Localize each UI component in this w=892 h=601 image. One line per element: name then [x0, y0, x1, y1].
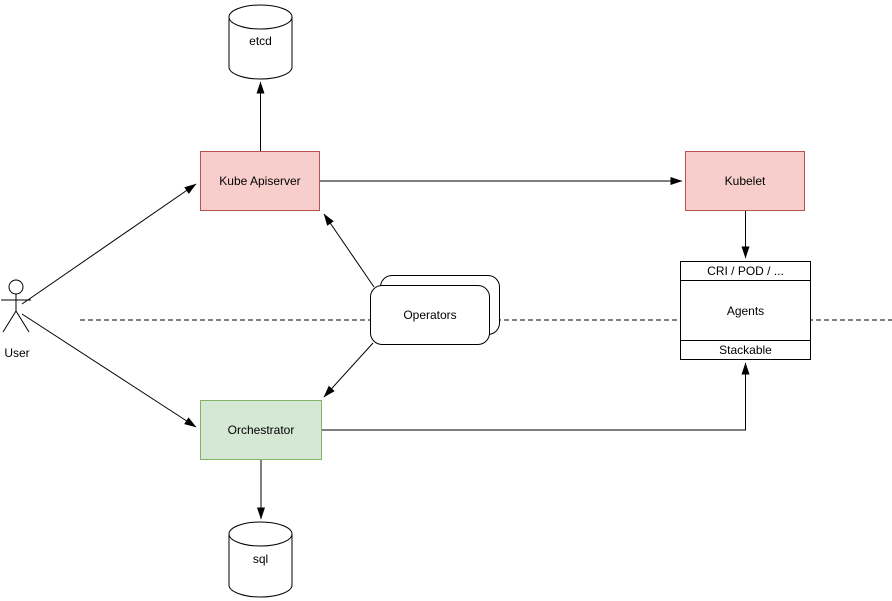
edge-operators-to-kube-apiserver	[323, 213, 375, 288]
stackable-label: Stackable	[719, 343, 772, 357]
etcd-cylinder-icon[interactable]	[228, 4, 293, 80]
etcd-label: etcd	[249, 34, 272, 48]
node-agents[interactable]: CRI / POD / ... Agents Stackable	[680, 261, 811, 360]
sql-cylinder-icon[interactable]	[228, 521, 293, 598]
sql-label: sql	[252, 552, 269, 566]
agents-footer: Stackable	[681, 340, 810, 359]
user-label: User	[4, 346, 30, 360]
kube-apiserver-label: Kube Apiserver	[219, 174, 301, 188]
operators-label: Operators	[403, 308, 457, 322]
user-actor-icon[interactable]	[1, 279, 31, 333]
edge-user-to-orchestrator	[21, 313, 197, 428]
node-kubelet[interactable]: Kubelet	[685, 151, 805, 211]
agents-label: Agents	[726, 303, 765, 318]
orchestrator-label: Orchestrator	[227, 423, 295, 437]
edge-orchestrator-to-agents	[322, 362, 750, 431]
agents-header: CRI / POD / ...	[681, 262, 810, 281]
edge-operators-to-orchestrator	[323, 342, 374, 398]
edge-user-to-kube-apiserver	[21, 183, 197, 305]
node-kube-apiserver[interactable]: Kube Apiserver	[200, 151, 320, 211]
kubelet-label: Kubelet	[724, 174, 766, 188]
node-operators[interactable]: Operators	[370, 285, 490, 345]
node-orchestrator[interactable]: Orchestrator	[200, 400, 322, 460]
agents-body: Agents	[681, 281, 810, 340]
